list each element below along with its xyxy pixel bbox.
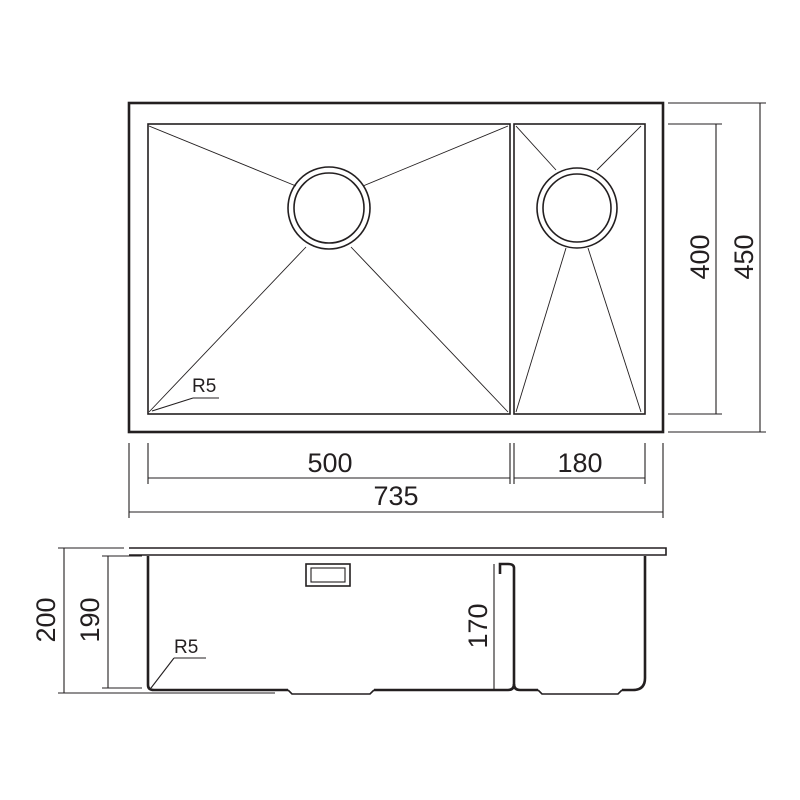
main-bowl-width-label: 500 bbox=[307, 448, 352, 478]
sink-outer-rim bbox=[127, 101, 665, 434]
main-bowl-height-label: 190 bbox=[75, 597, 105, 642]
overflow-inner bbox=[310, 567, 346, 583]
overall-height-label: 200 bbox=[31, 597, 61, 642]
small-bowl-outline bbox=[513, 123, 646, 415]
top-view: R5 500 180 735 400 450 bbox=[127, 101, 766, 518]
main-bowl-wall-right bbox=[374, 562, 516, 692]
small-bowl-wall-right bbox=[622, 556, 647, 692]
overall-width-label: 735 bbox=[373, 481, 418, 511]
overflow-outer bbox=[305, 563, 351, 587]
overall-depth-label: 450 bbox=[729, 234, 759, 279]
top-radius-callout: R5 bbox=[151, 376, 219, 412]
main-drain-inner bbox=[293, 172, 365, 244]
small-bowl-floor-left bbox=[512, 683, 538, 692]
side-rim bbox=[129, 547, 667, 556]
small-bowl-height-label: 170 bbox=[463, 603, 493, 648]
main-bowl-outline bbox=[147, 123, 511, 415]
top-width-dimensions: 500 180 735 bbox=[128, 443, 664, 518]
small-bowl-width-label: 180 bbox=[557, 448, 602, 478]
small-drain-inner bbox=[542, 173, 612, 243]
small-bowl bbox=[513, 123, 646, 415]
side-height-dimensions: 200 190 170 bbox=[31, 547, 495, 694]
inner-depth-label: 400 bbox=[685, 234, 715, 279]
side-radius-label: R5 bbox=[174, 637, 198, 658]
main-drain-outer bbox=[287, 166, 371, 250]
small-drain-outer bbox=[536, 167, 618, 249]
top-depth-dimensions: 400 450 bbox=[668, 102, 766, 433]
top-radius-label: R5 bbox=[192, 376, 216, 397]
side-view: R5 200 190 170 bbox=[31, 547, 667, 695]
main-bowl-wall-left bbox=[146, 556, 288, 692]
main-bowl bbox=[147, 123, 511, 415]
side-radius-callout: R5 bbox=[150, 637, 206, 689]
main-drain-flange bbox=[287, 689, 375, 695]
small-drain-flange bbox=[537, 689, 623, 695]
